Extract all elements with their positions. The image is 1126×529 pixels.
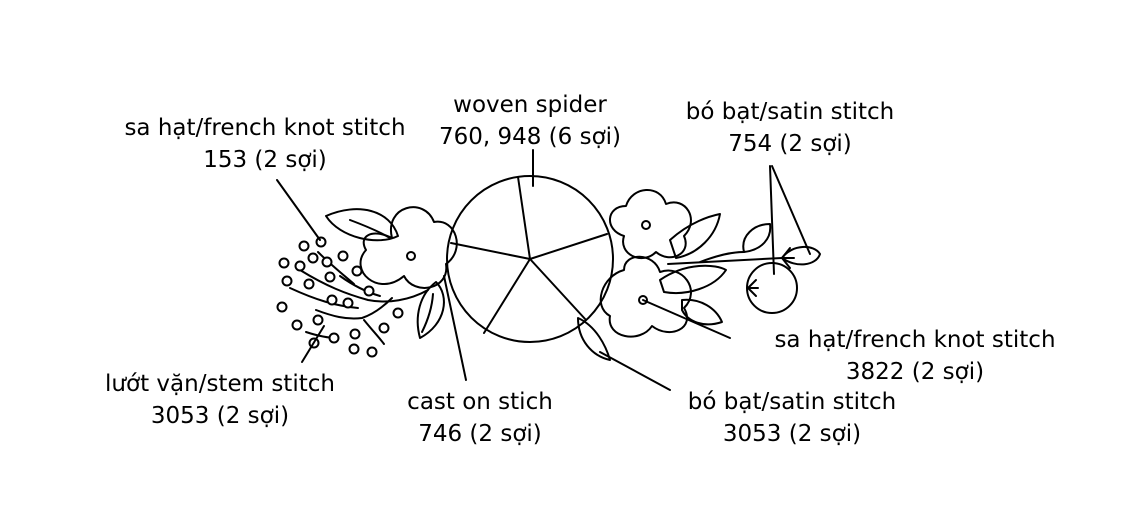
- label-satin-bottom-right-name: bó bạt/satin stitch: [662, 386, 922, 418]
- french-knots-left: [278, 238, 403, 357]
- woven-spider-wheel: [447, 176, 613, 342]
- label-stem-stitch-thread: 3053 (2 sợi): [90, 400, 350, 432]
- label-cast-on-thread: 746 (2 sợi): [390, 418, 570, 450]
- label-woven-spider-thread: 760, 948 (6 sợi): [410, 121, 650, 153]
- label-satin-bottom-right: bó bạt/satin stitch 3053 (2 sợi): [662, 386, 922, 450]
- label-cast-on-name: cast on stich: [390, 386, 570, 418]
- label-french-knot-right-thread: 3822 (2 sợi): [740, 356, 1090, 388]
- right-upper-flower: [610, 190, 691, 258]
- label-french-knot-left: sa hạt/french knot stitch 153 (2 sợi): [100, 112, 430, 176]
- label-french-knot-right-name: sa hạt/french knot stitch: [740, 324, 1090, 356]
- label-french-knot-left-thread: 153 (2 sợi): [100, 144, 430, 176]
- label-cast-on: cast on stich 746 (2 sợi): [390, 386, 570, 450]
- stem-stitch-spray: [278, 238, 429, 357]
- left-flower: [361, 207, 457, 288]
- label-satin-top-right: bó bạt/satin stitch 754 (2 sợi): [660, 96, 920, 160]
- label-satin-bottom-right-thread: 3053 (2 sợi): [662, 418, 922, 450]
- label-satin-top-right-thread: 754 (2 sợi): [660, 128, 920, 160]
- label-woven-spider-name: woven spider: [410, 89, 650, 121]
- label-french-knot-right: sa hạt/french knot stitch 3822 (2 sợi): [740, 324, 1090, 388]
- label-stem-stitch: lướt vặn/stem stitch 3053 (2 sợi): [90, 368, 350, 432]
- label-woven-spider: woven spider 760, 948 (6 sợi): [410, 89, 650, 153]
- label-french-knot-left-name: sa hạt/french knot stitch: [100, 112, 430, 144]
- right-lower-flower: [601, 257, 691, 337]
- label-satin-top-right-name: bó bạt/satin stitch: [660, 96, 920, 128]
- label-stem-stitch-name: lướt vặn/stem stitch: [90, 368, 350, 400]
